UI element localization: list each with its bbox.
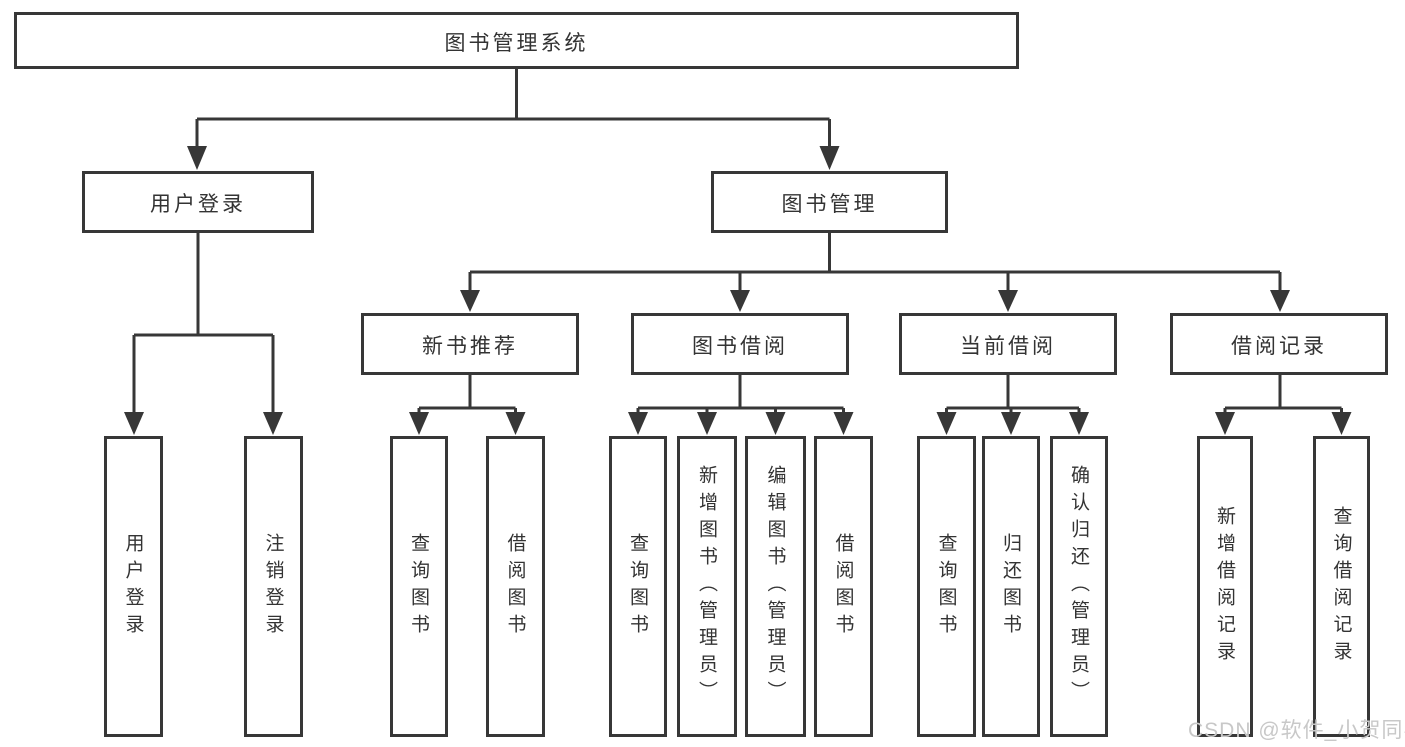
node-borrow-records: 借阅记录 [1170, 313, 1388, 375]
leaf-add-borrow-record: 新增借阅记录 [1197, 436, 1253, 737]
node-current-borrow: 当前借阅 [899, 313, 1117, 375]
leaf-confirm-return-admin: 确认归还（管理员） [1050, 436, 1108, 737]
leaf-query-books-borrow: 查询图书 [609, 436, 667, 737]
node-book-borrow: 图书借阅 [631, 313, 849, 375]
connector-root-to-level1 [187, 69, 840, 170]
connector-current-borrow-branch [936, 375, 1089, 435]
node-new-books: 新书推荐 [361, 313, 579, 375]
connector-user-login-branch [124, 233, 283, 435]
leaf-logout: 注销登录 [244, 436, 303, 737]
csdn-watermark: CSDN @软件_小贺同学 [1188, 719, 1405, 742]
connector-new-books-branch [409, 375, 526, 435]
connector-book-mgmt-to-level2 [460, 233, 1290, 312]
leaf-borrow-books-newbooks: 借阅图书 [486, 436, 545, 737]
connector-borrow-records-branch [1215, 375, 1352, 435]
root-node-library-system: 图书管理系统 [14, 12, 1019, 69]
leaf-add-books-admin: 新增图书（管理员） [677, 436, 737, 737]
leaf-return-books: 归还图书 [982, 436, 1040, 737]
leaf-query-books-newbooks: 查询图书 [390, 436, 448, 737]
connector-book-borrow-branch [628, 375, 854, 435]
node-book-mgmt: 图书管理 [711, 171, 948, 233]
leaf-query-borrow-record: 查询借阅记录 [1313, 436, 1370, 737]
leaf-borrow-books: 借阅图书 [814, 436, 873, 737]
leaf-query-books-current: 查询图书 [917, 436, 976, 737]
node-user-login: 用户登录 [82, 171, 314, 233]
leaf-user-login: 用户登录 [104, 436, 163, 737]
leaf-edit-books-admin: 编辑图书（管理员） [745, 436, 806, 737]
